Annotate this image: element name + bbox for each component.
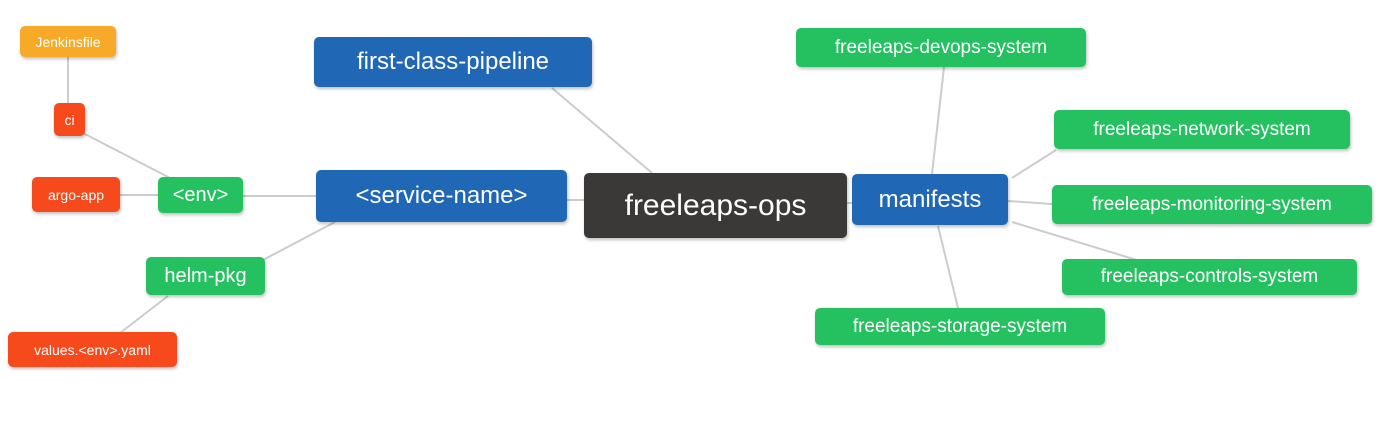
edge-manifests-storage — [937, 225, 959, 309]
node-freeleaps-storage-system[interactable]: freeleaps-storage-system — [815, 308, 1105, 345]
node-manifests[interactable]: manifests — [852, 174, 1008, 225]
edge-ci-env — [82, 132, 171, 179]
node-helm-pkg[interactable]: helm-pkg — [146, 257, 265, 295]
node-freeleaps-devops-system[interactable]: freeleaps-devops-system — [796, 28, 1086, 67]
node-freeleaps-ops[interactable]: freeleaps-ops — [584, 173, 847, 238]
node-freeleaps-controls-system[interactable]: freeleaps-controls-system — [1062, 259, 1357, 295]
node-env[interactable]: <env> — [158, 177, 243, 213]
edge-manifests-devops — [931, 66, 945, 175]
node-service-name[interactable]: <service-name> — [316, 170, 567, 222]
edge-manifests-controls — [1011, 221, 1141, 262]
node-jenkinsfile[interactable]: Jenkinsfile — [20, 26, 116, 57]
node-argo-app[interactable]: argo-app — [32, 177, 120, 212]
node-freeleaps-network-system[interactable]: freeleaps-network-system — [1054, 110, 1350, 149]
edge-manifests-monitoring — [1007, 200, 1053, 205]
node-ci[interactable]: ci — [54, 103, 85, 136]
edge-values-helmpkg — [119, 295, 169, 334]
edge-helmpkg-servicename — [262, 221, 336, 261]
edge-manifests-network — [1011, 149, 1057, 179]
node-values-env-yaml[interactable]: values.<env>.yaml — [8, 332, 177, 367]
node-first-class-pipeline[interactable]: first-class-pipeline — [314, 37, 592, 87]
edge-pipeline-ops — [551, 87, 653, 174]
node-freeleaps-monitoring-system[interactable]: freeleaps-monitoring-system — [1052, 185, 1372, 224]
